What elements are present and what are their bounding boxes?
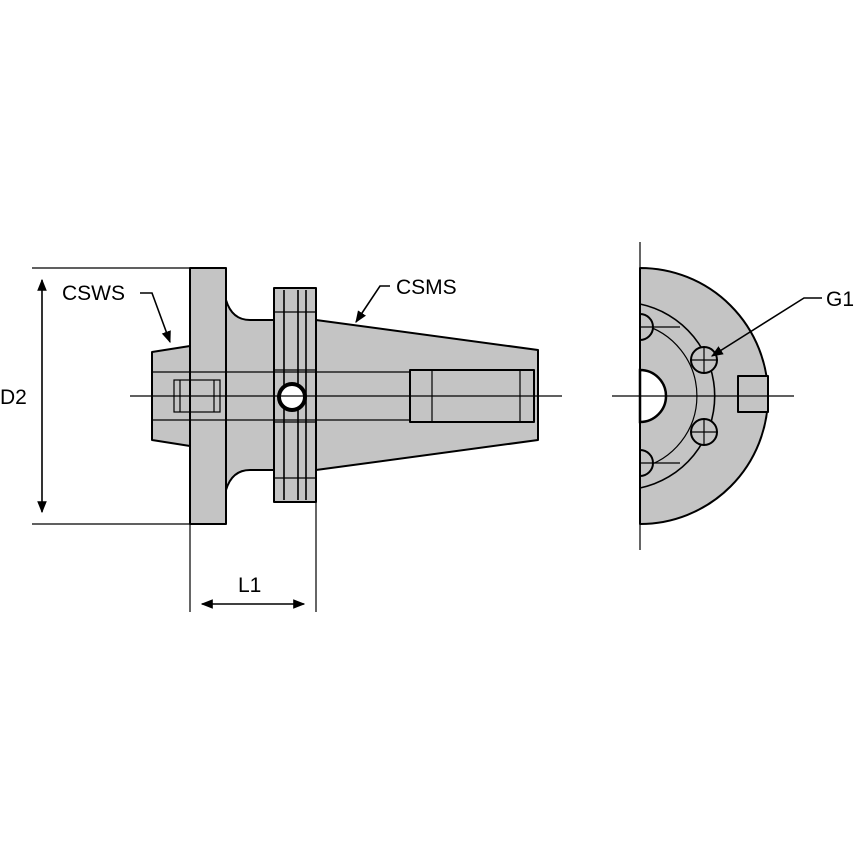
- csms-label: CSMS: [396, 276, 457, 299]
- csws-label: CSWS: [62, 282, 125, 305]
- dimension-l1: L1: [189, 502, 317, 612]
- d2-label: D2: [0, 386, 27, 409]
- callout-csws: CSWS: [62, 282, 171, 344]
- key-slot: [737, 375, 769, 413]
- cross-hole: [277, 382, 307, 412]
- callout-csms: CSMS: [355, 276, 457, 323]
- l1-label: L1: [238, 574, 261, 597]
- dimension-d2: D2: [0, 267, 190, 525]
- holder-neck: [225, 299, 275, 491]
- end-view: [612, 242, 794, 550]
- callout-g1: G1: [710, 288, 854, 357]
- g1-label: G1: [826, 288, 854, 311]
- side-view: [130, 267, 562, 525]
